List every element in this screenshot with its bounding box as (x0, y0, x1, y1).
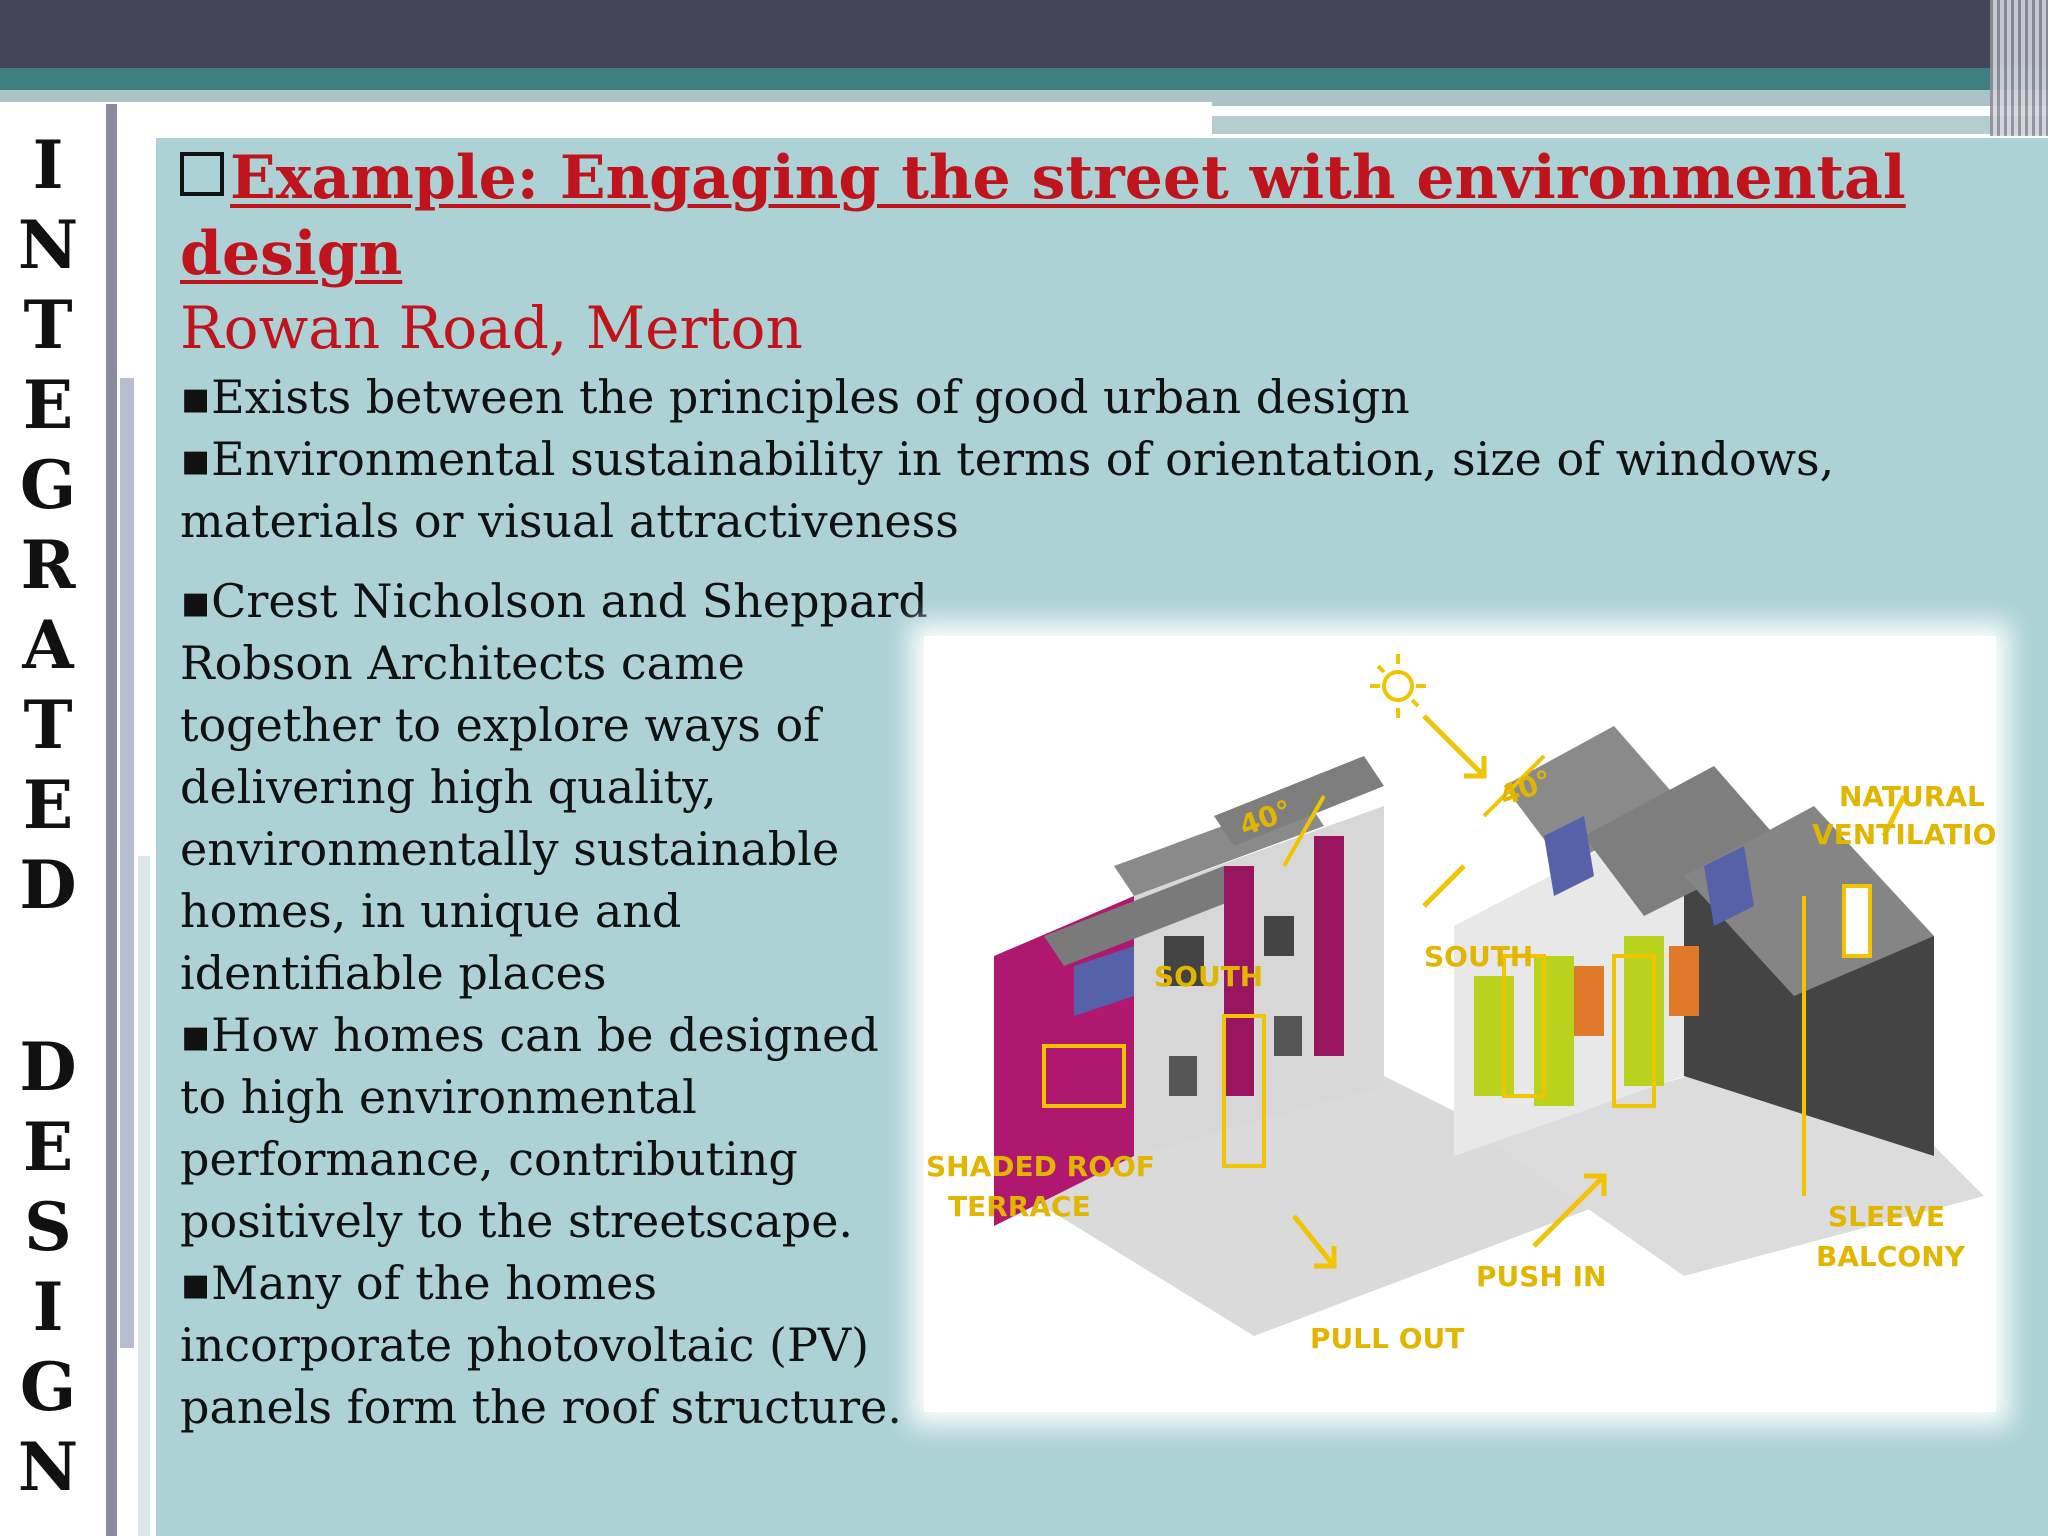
left-building-bay (1314, 836, 1344, 1056)
bullet-list-left: ▪Crest Nicholson and Sheppard Robson Arc… (180, 570, 930, 1438)
ventilation-arrow (1881, 794, 1907, 838)
header-teal-band (0, 68, 2048, 90)
side-letter: E (22, 366, 74, 444)
side-letter: G (19, 1348, 77, 1426)
side-letter: G (19, 446, 77, 524)
architecture-sketch: 40° 40° SOUTH SOUTH NATURAL VENTILATION … (926, 654, 1996, 1355)
sun-arrow (1422, 714, 1486, 778)
roof (1584, 766, 1784, 916)
balcony-annotation: BALCONY (1816, 1240, 1966, 1273)
side-letter: S (24, 1188, 72, 1266)
south-arrow (1422, 864, 1466, 908)
push-in-annotation: PUSH IN (1476, 1260, 1606, 1293)
sketch-outline (1222, 1014, 1266, 1168)
sketch-outline (1612, 954, 1656, 1108)
south-annotation: SOUTH (1154, 960, 1263, 993)
pv-panel (1074, 946, 1134, 1016)
left-building-bay (1224, 866, 1254, 1096)
right-building-bay (1624, 936, 1664, 1086)
window (1574, 966, 1604, 1036)
right-building-bay (1534, 956, 1574, 1106)
terrace-annotation: TERRACE (948, 1190, 1091, 1223)
window (1264, 916, 1294, 956)
architecture-figure: 40° 40° SOUTH SOUTH NATURAL VENTILATION … (924, 636, 1996, 1412)
sleeve-annotation: SLEEVE (1828, 1200, 1945, 1233)
side-letter: N (17, 206, 79, 284)
slide-subtitle: Rowan Road, Merton (180, 294, 803, 362)
header-grey-band (1212, 116, 2048, 134)
window (1169, 1056, 1197, 1096)
side-letter: A (22, 606, 74, 684)
side-letter: E (22, 766, 74, 844)
side-letter: R (20, 526, 76, 604)
arrow-head (1584, 1173, 1607, 1196)
header-light-band-right (1212, 90, 2048, 106)
bullet-item: ▪Crest Nicholson and Sheppard Robson Arc… (180, 574, 928, 1000)
side-divider-tertiary (138, 856, 150, 1536)
side-divider-secondary (120, 378, 134, 1348)
roof (1044, 866, 1244, 966)
window (1274, 1016, 1302, 1056)
side-letter: D (19, 1028, 77, 1106)
side-letter: D (19, 846, 77, 924)
sketch-line (1282, 795, 1326, 867)
slide-heading: Example: Engaging the street with enviro… (180, 140, 2040, 292)
pv-panel (1544, 816, 1594, 896)
bullet-item: ▪Environmental sustainability in terms o… (180, 432, 1835, 548)
side-letter: I (32, 1268, 64, 1346)
header-white-line (1212, 110, 1896, 115)
bullet-item: ▪Exists between the principles of good u… (180, 370, 1410, 424)
sketch-outline (1502, 954, 1546, 1098)
shaded-roof-annotation: SHADED ROOF (926, 1150, 1155, 1183)
ventilation-annotation: VENTILATION (1812, 818, 1996, 851)
side-letter: T (23, 686, 73, 764)
side-letter: E (22, 1108, 74, 1186)
window (1164, 936, 1204, 986)
side-letter: I (32, 126, 64, 204)
checkbox-bullet-icon (180, 152, 224, 196)
pull-out-annotation: PULL OUT (1310, 1322, 1464, 1355)
side-divider (106, 104, 117, 1536)
roof (1214, 756, 1384, 846)
natural-annotation: NATURAL (1839, 780, 1985, 813)
sun-icon (1370, 654, 1426, 718)
right-building-bay (1474, 976, 1514, 1096)
side-letter: T (23, 286, 73, 364)
roof-window (1842, 884, 1872, 958)
header-bar (0, 0, 2048, 68)
south-annotation: SOUTH (1424, 940, 1533, 973)
arrow-head (1464, 756, 1487, 779)
sketch-outline (1042, 1044, 1126, 1108)
push-in-arrow (1532, 1174, 1606, 1248)
window (1669, 946, 1699, 1016)
bullet-item: ▪How homes can be designed to high envir… (180, 1008, 879, 1248)
arrow-head (1314, 1246, 1337, 1269)
side-title: I N T E G R A T E D D E S I G N (8, 132, 88, 1536)
pull-out-arrow (1292, 1214, 1336, 1268)
header-stripes (1990, 0, 2048, 136)
header-light-band (0, 90, 1212, 102)
heading-text: Example: Engaging the street with enviro… (180, 143, 1906, 289)
roof (1504, 726, 1684, 866)
sketch-line (1482, 754, 1546, 818)
side-letter: N (17, 1428, 79, 1506)
bullet-item: ▪Many of the homes incorporate photovolt… (180, 1256, 903, 1434)
pv-panel (1704, 846, 1754, 926)
